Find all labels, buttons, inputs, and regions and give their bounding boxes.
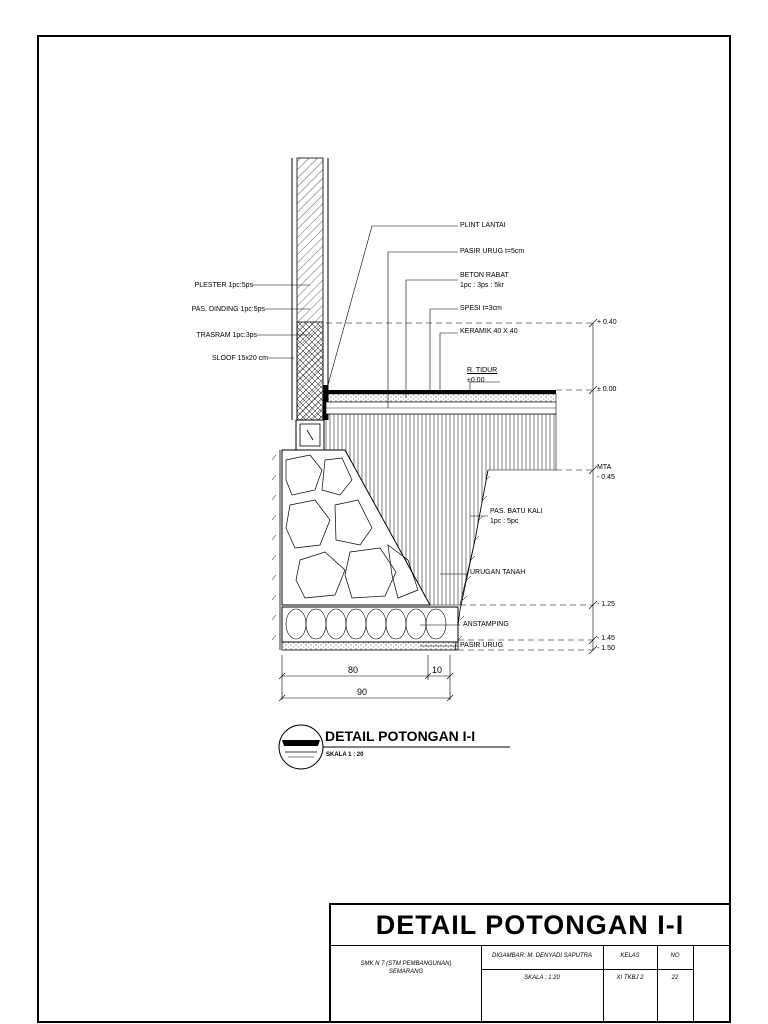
label-ceramic-tile: KERAMIK 40 X 40 — [460, 328, 518, 335]
label-room-level: ±0.00 — [467, 377, 485, 384]
label-wall-masonry: PAS. DINDING 1pc:5ps — [191, 306, 265, 313]
label-room-name: R. TIDUR — [467, 367, 498, 374]
label-concrete-slab: BETON RABAT — [460, 272, 509, 279]
label-plint: PLINT LANTAI — [460, 222, 506, 229]
dimension-90: 90 — [357, 687, 368, 697]
title-block-title: DETAIL POTONGAN I-I — [375, 910, 685, 940]
sloof-beam — [295, 419, 325, 451]
label-trasram: TRASRAM 1pc:3ps — [196, 332, 257, 339]
class-label: KELAS — [620, 953, 640, 959]
label-sand-fill-bottom: PASIR URUG — [460, 642, 504, 649]
label-river-stone-mix: 1pc : 5pc — [490, 518, 519, 525]
level-mta: MTA — [597, 464, 612, 471]
number-value: 22 — [671, 975, 679, 981]
label-concrete-mix: 1pc : 3ps : 5kr — [460, 282, 504, 289]
label-plester: PLESTER 1pc:5ps — [194, 282, 253, 289]
label-backfill: URUGAN TANAH — [470, 569, 526, 576]
level-minus-045: - 0.45 — [597, 474, 615, 481]
level-lines — [326, 322, 593, 651]
level-000: ± 0.00 — [597, 386, 617, 393]
detail-title: DETAIL POTONGAN I-I — [325, 728, 476, 744]
class-value: XI TKBJ 2 — [616, 975, 644, 981]
label-anstamping: ANSTAMPING — [463, 621, 509, 628]
number-label: NO — [670, 953, 680, 959]
drawn-by: DIGAMBAR: M. DENYADI SAPUTRA — [491, 953, 593, 959]
title-block: DETAIL POTONGAN I-I SMK N 7 (STM PEMBANG… — [329, 903, 731, 1023]
level-minus-125: - 1.25 — [597, 601, 615, 608]
label-river-stone: PAS. BATU KALI — [490, 508, 543, 515]
label-sloof: SLOOF 15x20 cm — [211, 355, 268, 362]
dimension-lines — [278, 655, 454, 702]
anstamping-layer — [281, 606, 459, 643]
stone-foundation — [281, 449, 431, 606]
leader-lines — [252, 225, 500, 647]
school-city: SEMARANG — [388, 969, 424, 975]
dimension-10: 10 — [432, 665, 443, 675]
level-minus-150: - 1.50 — [597, 645, 615, 652]
dimension-80: 80 — [348, 665, 359, 675]
scale-value: SKALA : 1:20 — [524, 975, 560, 981]
detail-scale: SKALA 1 : 20 — [326, 752, 364, 758]
label-sand-fill-top: PASIR URUG t=5cm — [460, 248, 525, 255]
school-name: SMK N 7 (STM PEMBANGUNAN) — [360, 961, 452, 967]
detail-marker-symbol — [278, 724, 510, 770]
floor-layers — [325, 390, 557, 415]
level-plus-040: + 0.40 — [597, 319, 617, 326]
level-minus-145: - 1.45 — [597, 635, 615, 642]
label-mortar: SPESI t=3cm — [460, 305, 502, 312]
wall — [291, 157, 329, 421]
